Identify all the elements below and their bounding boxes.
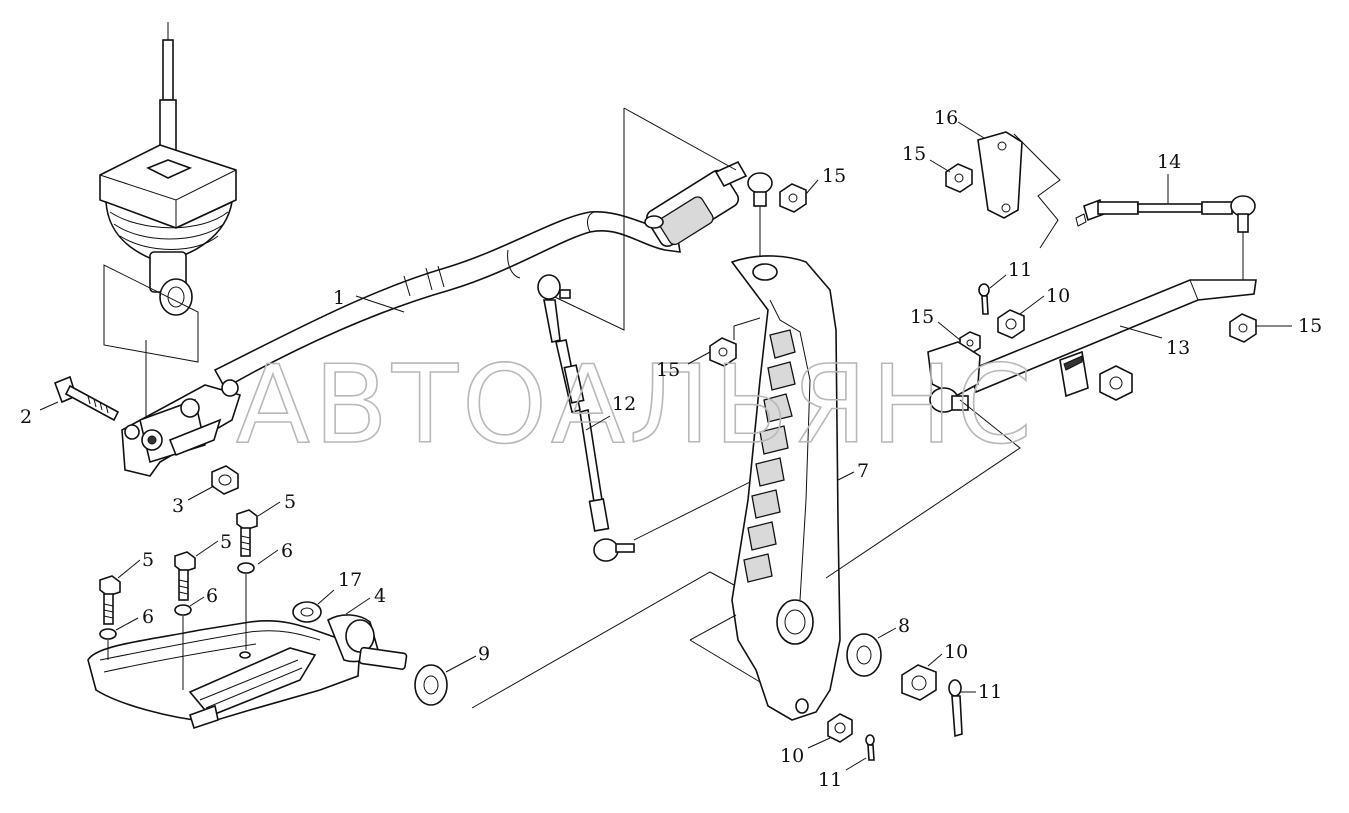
nut[interactable] [211,465,239,495]
callout-1: 1 [333,287,345,309]
bolt[interactable] [236,509,258,557]
support-bracket[interactable] [87,614,408,730]
washer[interactable] [99,628,117,640]
callout-16: 16 [934,107,958,129]
washer[interactable] [846,633,882,677]
callout-9: 9 [478,643,490,665]
projection-line [471,571,735,709]
gear-shift-lever[interactable] [99,22,237,420]
callout-15: 15 [822,165,846,187]
callout-17: 17 [338,569,362,591]
callout-5: 5 [220,531,232,553]
projection-line [623,107,737,171]
selector-bracket[interactable] [121,379,242,477]
callout-10: 10 [944,641,968,663]
callout-4: 4 [374,585,386,607]
shift-rod[interactable] [213,160,773,390]
bolt[interactable] [174,551,196,601]
callout-6: 6 [281,540,293,562]
callout-10: 10 [1046,285,1070,307]
callout-6: 6 [142,606,154,628]
hex-nut[interactable] [945,163,973,193]
castle-nut[interactable] [827,713,853,743]
washer[interactable] [292,601,322,623]
projection-line [689,614,761,683]
callout-3: 3 [172,495,184,517]
callout-6: 6 [206,585,218,607]
callout-15: 15 [902,143,926,165]
callout-15: 15 [656,359,680,381]
link-rod[interactable] [537,274,831,562]
castle-nut[interactable] [901,664,937,701]
hex-nut[interactable] [709,337,737,367]
adjustable-rod[interactable] [1075,195,1256,233]
callout-8: 8 [898,615,910,637]
callout-5: 5 [142,549,154,571]
callout-11: 11 [1008,259,1032,281]
callout-11: 11 [818,769,842,791]
callout-14: 14 [1157,151,1181,173]
callout-15: 15 [910,306,934,328]
washer[interactable] [414,664,448,706]
cotter-pin[interactable] [978,283,990,315]
callout-5: 5 [284,491,296,513]
bolt[interactable] [99,575,121,625]
watermark: АВТОАЛЬЯНС [236,343,1036,468]
callout-15: 15 [1298,315,1322,337]
hex-nut[interactable] [779,183,807,213]
cotter-pin[interactable] [865,734,875,761]
mounting-bracket[interactable] [977,131,1061,249]
washer[interactable] [174,604,192,616]
castle-nut[interactable] [997,309,1025,339]
projection-line [825,399,1021,579]
washer[interactable] [237,562,255,574]
callout-labels: 1 2 3 4 5 5 5 6 6 6 7 8 9 10 10 10 11 11… [20,107,1322,791]
transfer-rod[interactable] [927,279,1257,413]
callout-11: 11 [978,681,1002,703]
projection-line [733,317,761,340]
callout-13: 13 [1166,337,1190,359]
callout-leaders [39,121,1292,771]
cotter-pin[interactable] [948,679,963,738]
lever-arm[interactable] [730,255,841,721]
callout-10: 10 [780,745,804,767]
projection-line [539,108,625,331]
callout-2: 2 [20,406,32,428]
callout-12: 12 [612,393,636,415]
hex-nut[interactable] [1229,313,1257,343]
bolt[interactable] [53,375,120,422]
callout-7: 7 [857,460,869,482]
